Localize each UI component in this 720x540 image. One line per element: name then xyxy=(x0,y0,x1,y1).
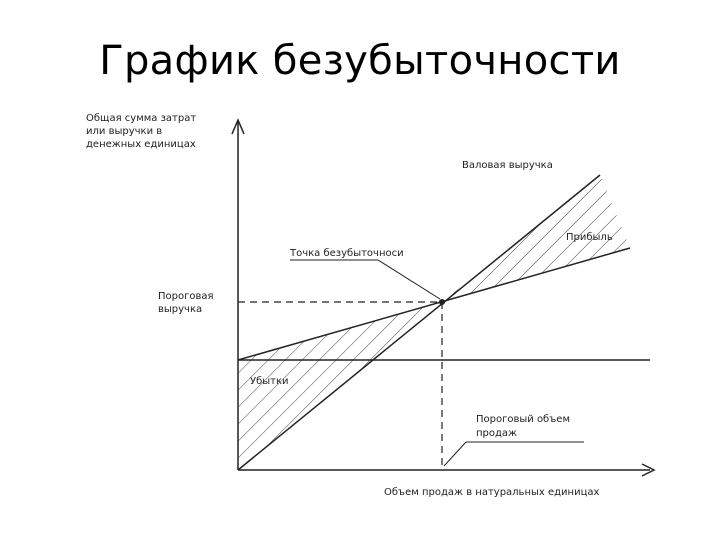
revenue-label: Валовая выручка xyxy=(462,160,553,171)
x-axis-label: Объем продаж в натуральных единицах xyxy=(384,487,600,498)
threshold-volume-label-line2: продаж xyxy=(476,428,517,439)
x-axis-arrow xyxy=(641,463,656,477)
total-costs-line xyxy=(237,247,631,361)
y-axis-label-line3: денежных единицах xyxy=(86,139,196,150)
losses-label: Убытки xyxy=(250,376,289,387)
break-even-point xyxy=(439,299,445,305)
threshold-revenue-label-line2: выручка xyxy=(158,304,202,315)
threshold-volume-leader xyxy=(443,441,467,467)
profit-label: Прибыль xyxy=(566,232,613,243)
break-even-leader xyxy=(377,259,441,300)
threshold-volume-label-line1: Пороговый объем xyxy=(476,414,570,425)
y-axis-arrow xyxy=(231,118,245,135)
threshold-revenue-label-line1: Пороговая xyxy=(158,291,214,302)
slide-title: График безубыточности xyxy=(99,38,621,84)
revenue-line xyxy=(237,174,601,471)
y-axis-label-line1: Общая сумма затрат xyxy=(86,113,196,124)
y-axis-label-line2: или выручки в xyxy=(86,126,162,137)
profit-area xyxy=(442,175,630,302)
break-even-label: Точка безубыточноси xyxy=(289,248,404,259)
